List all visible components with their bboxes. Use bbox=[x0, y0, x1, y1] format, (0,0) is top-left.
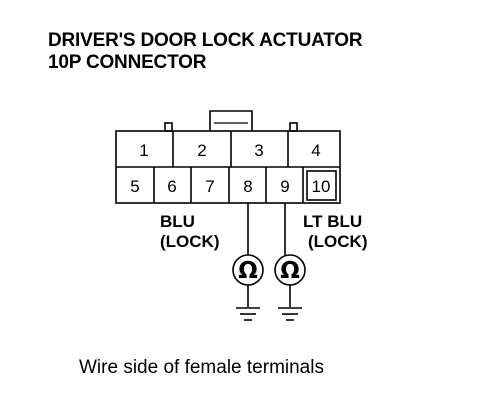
diagram-title-line2: 10P CONNECTOR bbox=[48, 52, 207, 73]
wire-label-9-function: (LOCK) bbox=[308, 232, 367, 251]
terminal-6: 6 bbox=[167, 177, 176, 196]
locator-bump-left bbox=[164, 122, 173, 132]
locator-bump-right bbox=[289, 122, 298, 132]
ohm-symbol-9: Ω bbox=[280, 258, 300, 284]
wire-label-8-function: (LOCK) bbox=[160, 232, 219, 251]
ohm-symbol-8: Ω bbox=[238, 258, 258, 284]
terminal-2: 2 bbox=[197, 141, 206, 160]
terminal-10: 10 bbox=[312, 177, 331, 196]
wire-label-8-color: BLU bbox=[160, 212, 195, 231]
ground-9-icon bbox=[278, 307, 302, 321]
diagram-caption: Wire side of female terminals bbox=[79, 357, 324, 378]
ground-8-icon bbox=[236, 307, 260, 321]
diagram-title-line1: DRIVER'S DOOR LOCK ACTUATOR bbox=[48, 30, 363, 51]
terminal-10-highlight bbox=[306, 170, 337, 201]
terminal-4: 4 bbox=[311, 141, 320, 160]
terminal-3: 3 bbox=[254, 141, 263, 160]
terminal-9: 9 bbox=[280, 177, 289, 196]
terminal-7: 7 bbox=[205, 177, 214, 196]
terminal-1: 1 bbox=[139, 141, 148, 160]
wire-label-9-color: LT BLU bbox=[303, 212, 362, 231]
terminal-5: 5 bbox=[130, 177, 139, 196]
connector-latch bbox=[209, 110, 253, 131]
terminal-8: 8 bbox=[243, 177, 252, 196]
